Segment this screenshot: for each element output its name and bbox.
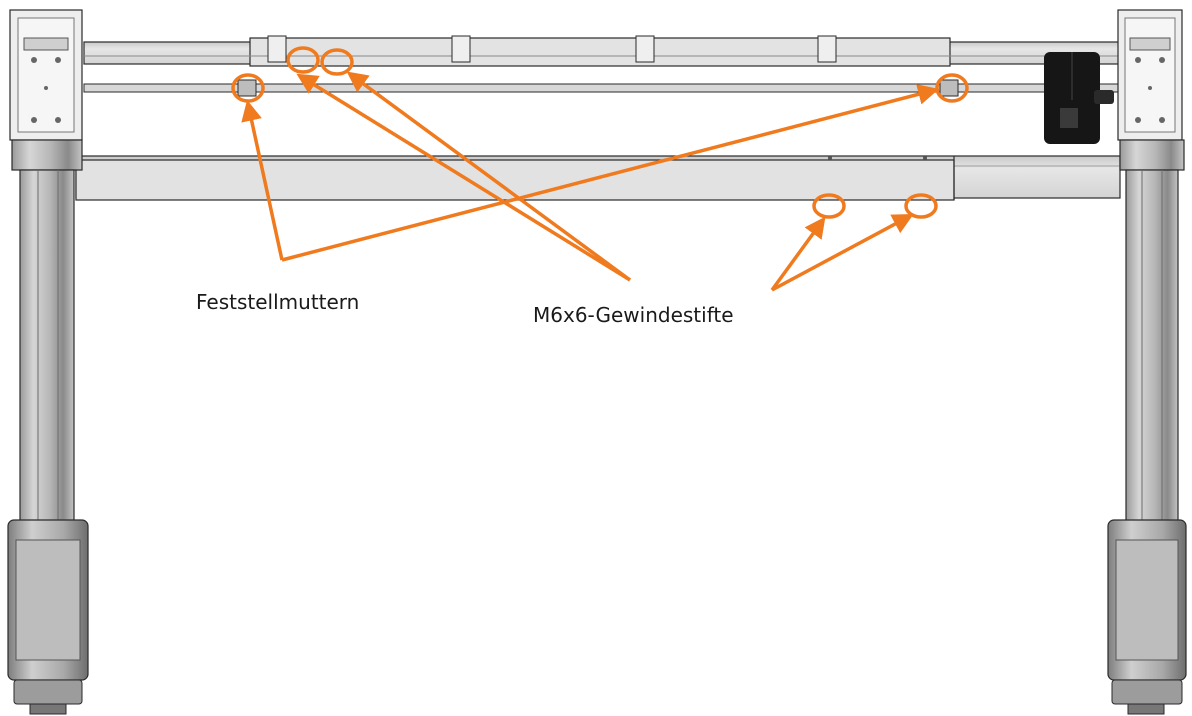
motor-housing (1044, 52, 1114, 144)
annotation-arrow-icon (241, 99, 284, 261)
left-column (7, 9, 89, 715)
annotation-arrow-icon (770, 216, 826, 292)
locknuts-label: Feststellmuttern (196, 290, 360, 314)
set-screw-marker-icon (904, 193, 938, 219)
annotation-arrow-icon (346, 71, 632, 282)
set-screw-marker-icon (286, 46, 320, 74)
upper-rail (83, 35, 1121, 67)
annotation-arrow-icon (296, 73, 631, 282)
set-screws-label: M6x6-Gewindestifte (533, 303, 734, 327)
set-screw-marker-icon (812, 193, 846, 219)
annotation-arrow-icon (281, 84, 940, 262)
annotation-overlay (231, 46, 969, 292)
annotation-arrow-icon (771, 214, 914, 292)
set-screw-marker-icon (320, 48, 354, 76)
right-column (1107, 9, 1187, 715)
